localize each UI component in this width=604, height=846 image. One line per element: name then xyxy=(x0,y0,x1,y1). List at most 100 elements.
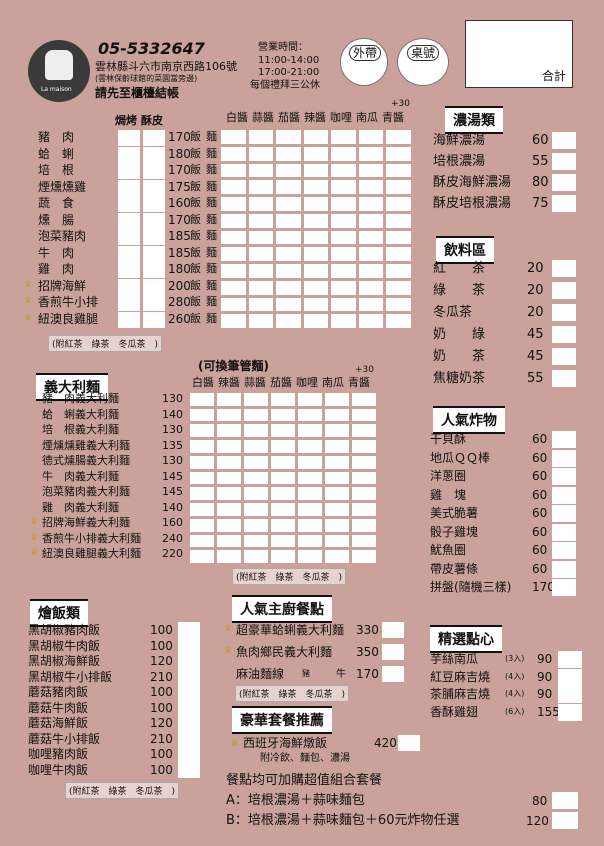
pasta-sauce-grid[interactable] xyxy=(190,393,376,563)
qty-box[interactable] xyxy=(552,560,576,578)
qty-box[interactable] xyxy=(552,505,576,522)
sauce-cell[interactable] xyxy=(217,534,241,548)
sauce-cell[interactable] xyxy=(331,247,356,261)
qty-box[interactable] xyxy=(552,195,576,212)
qty-box[interactable] xyxy=(552,523,576,541)
sauce-cell[interactable] xyxy=(386,197,411,211)
sauce-cell[interactable] xyxy=(352,424,376,438)
sauce-cell[interactable] xyxy=(298,471,322,485)
qty-box[interactable] xyxy=(552,260,576,277)
qty-box[interactable] xyxy=(552,579,576,596)
sauce-cell[interactable] xyxy=(276,230,301,245)
sauce-cell[interactable] xyxy=(331,264,356,278)
sauce-cell[interactable] xyxy=(303,163,329,178)
sauce-cell[interactable] xyxy=(244,440,268,453)
sauce-cell[interactable] xyxy=(325,440,349,453)
sauce-cell[interactable] xyxy=(217,518,241,532)
sauce-cell[interactable] xyxy=(276,197,301,211)
baked-checkbox[interactable] xyxy=(118,163,140,179)
crisp-checkbox[interactable] xyxy=(143,163,165,179)
qty-box[interactable] xyxy=(558,686,582,703)
sauce-cell[interactable] xyxy=(190,550,214,563)
sauce-cell[interactable] xyxy=(217,455,241,469)
qty-box[interactable] xyxy=(552,348,576,365)
sauce-cell[interactable] xyxy=(298,440,322,453)
qty-box[interactable] xyxy=(552,153,576,170)
sauce-cell[interactable] xyxy=(271,455,295,469)
sauce-cell[interactable] xyxy=(248,213,274,228)
sauce-cell[interactable] xyxy=(303,213,329,228)
sauce-cell[interactable] xyxy=(298,503,322,516)
sauce-cell[interactable] xyxy=(298,455,322,469)
qty-box[interactable] xyxy=(382,666,404,682)
sauce-cell[interactable] xyxy=(358,264,384,278)
qty-box[interactable] xyxy=(552,542,576,559)
sauce-cell[interactable] xyxy=(352,440,376,453)
sauce-cell[interactable] xyxy=(303,297,329,312)
sauce-cell[interactable] xyxy=(248,163,274,178)
sauce-cell[interactable] xyxy=(217,487,241,501)
sauce-cell[interactable] xyxy=(217,424,241,438)
sauce-cell[interactable] xyxy=(298,487,322,501)
sauce-cell[interactable] xyxy=(298,518,322,532)
sauce-cell[interactable] xyxy=(352,518,376,532)
sauce-cell[interactable] xyxy=(303,314,329,328)
qty-box[interactable] xyxy=(552,282,576,299)
sauce-cell[interactable] xyxy=(358,197,384,211)
sauce-cell[interactable] xyxy=(276,163,301,178)
sauce-cell[interactable] xyxy=(190,534,214,548)
sauce-cell[interactable] xyxy=(221,264,246,278)
baked-checkbox[interactable] xyxy=(118,295,140,311)
qty-box[interactable] xyxy=(178,684,200,700)
qty-box[interactable] xyxy=(178,699,200,716)
sauce-cell[interactable] xyxy=(248,230,274,245)
sauce-cell[interactable] xyxy=(190,408,214,422)
sauce-cell[interactable] xyxy=(386,280,411,295)
sauce-cell[interactable] xyxy=(248,280,274,295)
sauce-cell[interactable] xyxy=(298,408,322,422)
sauce-cell[interactable] xyxy=(244,471,268,485)
baked-checkbox[interactable] xyxy=(118,311,140,328)
qty-box[interactable] xyxy=(382,622,404,638)
qty-box[interactable] xyxy=(552,304,576,321)
sauce-cell[interactable] xyxy=(303,197,329,211)
sauce-cell[interactable] xyxy=(331,314,356,328)
sauce-cell[interactable] xyxy=(358,297,384,312)
sauce-cell[interactable] xyxy=(221,230,246,245)
sauce-cell[interactable] xyxy=(386,264,411,278)
sauce-cell[interactable] xyxy=(386,213,411,228)
qty-box[interactable] xyxy=(552,132,576,149)
sauce-cell[interactable] xyxy=(276,180,301,194)
sauce-cell[interactable] xyxy=(190,487,214,501)
qty-box[interactable] xyxy=(552,431,576,448)
sauce-cell[interactable] xyxy=(358,247,384,261)
sauce-cell[interactable] xyxy=(271,518,295,532)
sauce-cell[interactable] xyxy=(358,213,384,228)
baked-checkbox[interactable] xyxy=(118,212,140,229)
qty-box[interactable] xyxy=(178,668,200,685)
sauce-cell[interactable] xyxy=(271,440,295,453)
sauce-cell[interactable] xyxy=(352,455,376,469)
qty-box[interactable] xyxy=(178,653,200,669)
sauce-cell[interactable] xyxy=(271,424,295,438)
sauce-cell[interactable] xyxy=(244,503,268,516)
crisp-checkbox[interactable] xyxy=(143,245,165,262)
qty-box[interactable] xyxy=(552,468,576,485)
sauce-cell[interactable] xyxy=(298,424,322,438)
sauce-cell[interactable] xyxy=(276,247,301,261)
sauce-cell[interactable] xyxy=(358,314,384,328)
qty-box[interactable] xyxy=(178,637,200,654)
sauce-cell[interactable] xyxy=(331,230,356,245)
sauce-cell[interactable] xyxy=(217,471,241,485)
sauce-cell[interactable] xyxy=(271,471,295,485)
sauce-cell[interactable] xyxy=(244,534,268,548)
takeout-checkbox[interactable]: 外帶 xyxy=(340,38,388,86)
sauce-cell[interactable] xyxy=(221,247,246,261)
sauce-cell[interactable] xyxy=(276,280,301,295)
sauce-cell[interactable] xyxy=(325,534,349,548)
sauce-cell[interactable] xyxy=(190,471,214,485)
sauce-cell[interactable] xyxy=(386,247,411,261)
sauce-cell[interactable] xyxy=(325,503,349,516)
sauce-cell[interactable] xyxy=(352,487,376,501)
sauce-cell[interactable] xyxy=(221,297,246,312)
